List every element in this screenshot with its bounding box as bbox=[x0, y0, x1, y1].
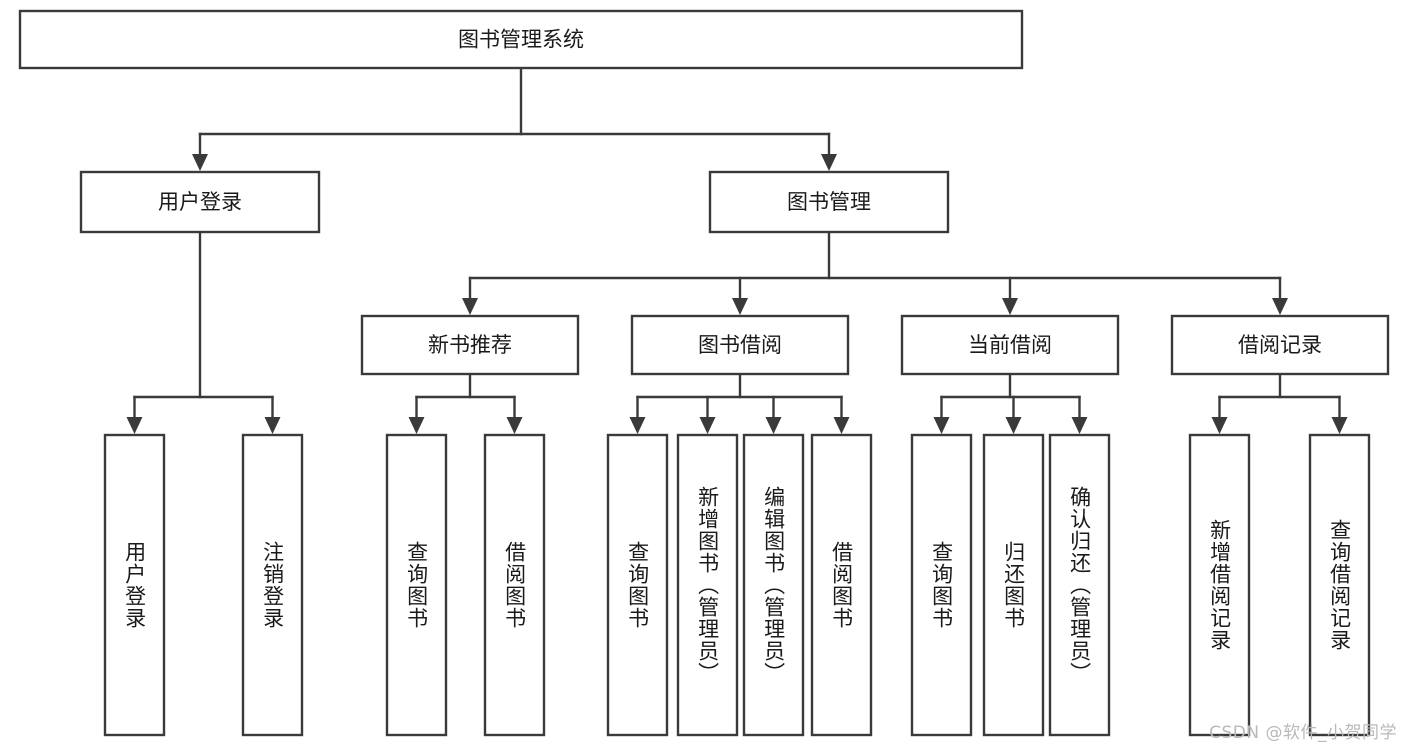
node-root[interactable]: 图书管理系统 bbox=[18, 9, 1024, 70]
node-box-leaf-query-book-borrow[interactable] bbox=[606, 433, 669, 737]
node-borrow-record[interactable]: 借阅记录 bbox=[1170, 314, 1390, 376]
node-leaf-borrow-book[interactable] bbox=[810, 433, 873, 737]
node-box-leaf-return-book[interactable] bbox=[982, 433, 1045, 737]
node-leaf-add-record[interactable] bbox=[1188, 433, 1251, 737]
node-box-book-borrow[interactable] bbox=[630, 314, 850, 376]
node-label-book-borrow: 图书借阅 bbox=[698, 333, 782, 357]
node-new-book-rec[interactable]: 新书推荐 bbox=[360, 314, 580, 376]
node-leaf-query-book-borrow[interactable] bbox=[606, 433, 669, 737]
node-box-book-manage[interactable] bbox=[708, 170, 950, 234]
node-box-leaf-add-record[interactable] bbox=[1188, 433, 1251, 737]
node-label-user-login: 用户登录 bbox=[158, 190, 242, 214]
node-leaf-confirm-return[interactable] bbox=[1048, 433, 1111, 737]
node-box-leaf-borrow-book[interactable] bbox=[810, 433, 873, 737]
watermark-text: CSDN @软件_小贺同学 bbox=[1209, 723, 1397, 743]
node-leaf-user-login[interactable] bbox=[103, 433, 166, 737]
node-book-borrow[interactable]: 图书借阅 bbox=[630, 314, 850, 376]
node-label-current-borrow: 当前借阅 bbox=[968, 333, 1052, 357]
node-box-borrow-record[interactable] bbox=[1170, 314, 1390, 376]
node-current-borrow[interactable]: 当前借阅 bbox=[900, 314, 1120, 376]
node-label-new-book-rec: 新书推荐 bbox=[428, 333, 512, 357]
node-box-current-borrow[interactable] bbox=[900, 314, 1120, 376]
node-box-leaf-query-book-current[interactable] bbox=[910, 433, 973, 737]
node-box-user-login[interactable] bbox=[79, 170, 321, 234]
node-box-leaf-add-book[interactable] bbox=[676, 433, 739, 737]
node-label-book-manage: 图书管理 bbox=[787, 190, 871, 214]
node-box-leaf-edit-book[interactable] bbox=[742, 433, 805, 737]
node-box-leaf-query-record[interactable] bbox=[1308, 433, 1371, 737]
node-box-leaf-logout[interactable] bbox=[241, 433, 304, 737]
node-leaf-query-book-current[interactable] bbox=[910, 433, 973, 737]
node-leaf-add-book[interactable] bbox=[676, 433, 739, 737]
node-leaf-borrow-book-rec[interactable] bbox=[483, 433, 546, 737]
node-box-leaf-user-login[interactable] bbox=[103, 433, 166, 737]
node-box-root[interactable] bbox=[18, 9, 1024, 70]
node-user-login[interactable]: 用户登录 bbox=[79, 170, 321, 234]
node-leaf-query-book-rec[interactable] bbox=[385, 433, 448, 737]
node-box-leaf-confirm-return[interactable] bbox=[1048, 433, 1111, 737]
node-leaf-logout[interactable] bbox=[241, 433, 304, 737]
node-book-manage[interactable]: 图书管理 bbox=[708, 170, 950, 234]
node-label-borrow-record: 借阅记录 bbox=[1238, 333, 1322, 357]
node-leaf-edit-book[interactable] bbox=[742, 433, 805, 737]
node-box-new-book-rec[interactable] bbox=[360, 314, 580, 376]
node-leaf-query-record[interactable] bbox=[1308, 433, 1371, 737]
node-label-root: 图书管理系统 bbox=[458, 28, 584, 52]
node-box-leaf-borrow-book-rec[interactable] bbox=[483, 433, 546, 737]
node-leaf-return-book[interactable] bbox=[982, 433, 1045, 737]
node-box-leaf-query-book-rec[interactable] bbox=[385, 433, 448, 737]
